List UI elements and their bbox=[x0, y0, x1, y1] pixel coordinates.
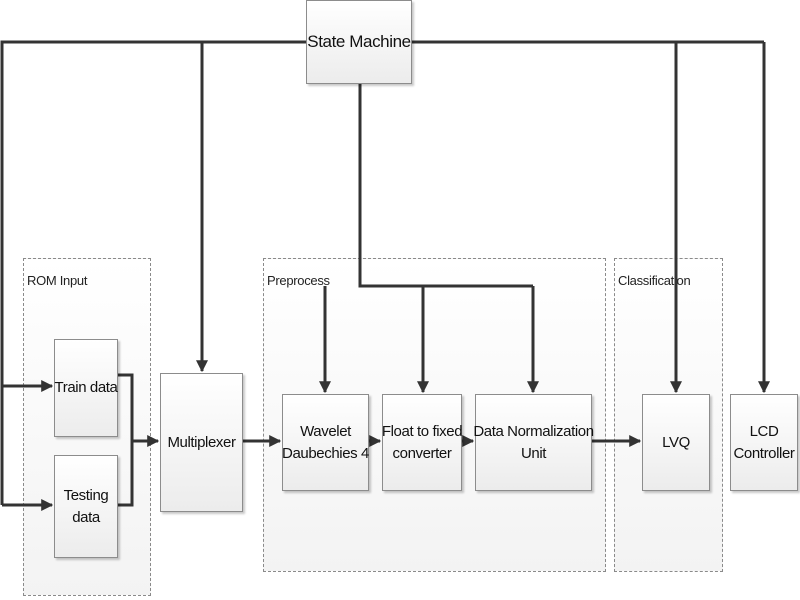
wire-state-to-preprocess bbox=[358, 84, 533, 288]
data-normalization-label-line1: Data Normalization bbox=[473, 422, 594, 440]
state-machine-label: State Machine bbox=[307, 31, 411, 51]
group-label-preprocess: Preprocess bbox=[267, 273, 330, 288]
testing-data-block: Testing data bbox=[54, 455, 118, 558]
data-normalization-block: Data Normalization Unit bbox=[473, 394, 594, 491]
multiplexer-block: Multiplexer bbox=[160, 373, 243, 512]
wavelet-block: Wavelet Daubechies 4 bbox=[282, 394, 369, 491]
state-machine-block: State Machine bbox=[306, 0, 412, 84]
lcd-controller-label-line2: Controller bbox=[733, 444, 795, 462]
bus-left bbox=[0, 40, 306, 505]
wire-train-out bbox=[118, 373, 134, 441]
train-data-block: Train data bbox=[54, 339, 118, 437]
lcd-controller-block: LCD Controller bbox=[730, 394, 798, 491]
lcd-controller-label-line1: LCD bbox=[749, 422, 779, 440]
train-data-label: Train data bbox=[54, 379, 118, 397]
lvq-label: LVQ bbox=[662, 433, 690, 451]
group-label-rom-input: ROM Input bbox=[27, 273, 88, 288]
testing-data-label-line2: data bbox=[72, 508, 100, 526]
float-to-fixed-label-line1: Float to fixed bbox=[381, 422, 463, 440]
wavelet-label-line1: Wavelet bbox=[300, 422, 351, 440]
group-label-classification: Classification bbox=[618, 273, 691, 288]
testing-data-label-line1: Testing bbox=[63, 486, 109, 504]
multiplexer-label: Multiplexer bbox=[167, 433, 236, 451]
wire-testing-out bbox=[118, 441, 134, 507]
float-to-fixed-block: Float to fixed converter bbox=[381, 394, 463, 491]
wavelet-label-line2: Daubechies 4 bbox=[282, 444, 369, 462]
data-normalization-label-line2: Unit bbox=[520, 444, 547, 462]
lvq-block: LVQ bbox=[642, 394, 710, 491]
float-to-fixed-label-line2: converter bbox=[392, 444, 452, 462]
